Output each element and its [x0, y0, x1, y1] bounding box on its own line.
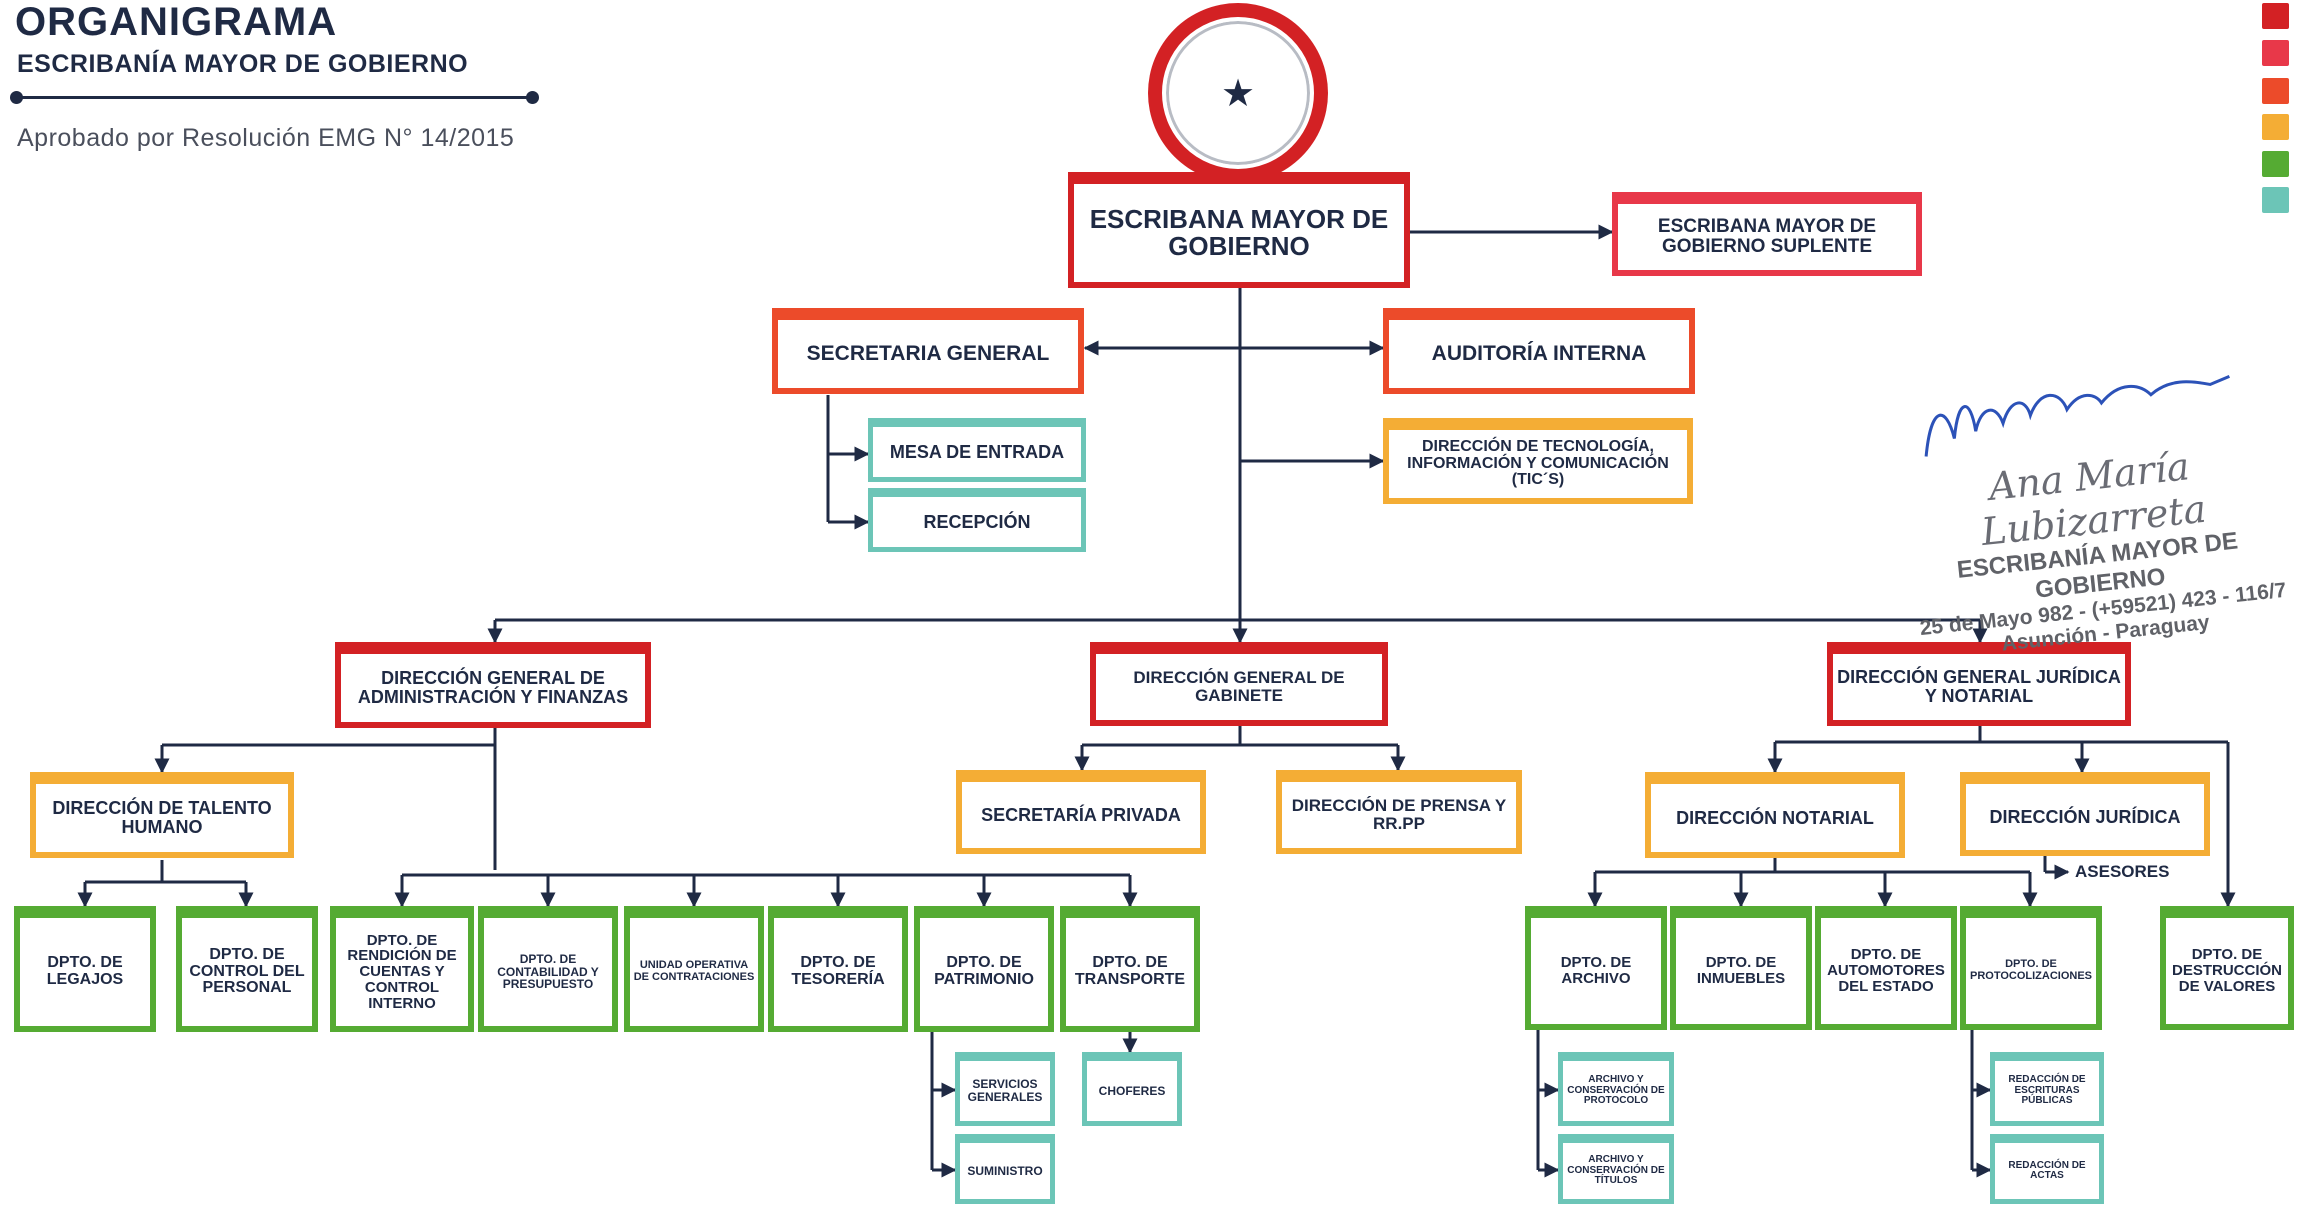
node-dpto-archivo: DPTO. DE ARCHIVO: [1525, 906, 1667, 1030]
node-suministro: SUMINISTRO: [955, 1134, 1055, 1204]
legend-swatch-green: [2262, 151, 2289, 177]
legend-swatch-red: [2262, 3, 2289, 29]
node-dpto-patrimonio: DPTO. DE PATRIMONIO: [914, 906, 1054, 1032]
node-dg-juridica-notarial: DIRECCIÓN GENERAL JURÍDICA Y NOTARIAL: [1827, 642, 2131, 726]
legend-swatch-teal: [2262, 187, 2289, 213]
node-mesa-entrada: MESA DE ENTRADA: [868, 418, 1086, 482]
node-asesores: ASESORES: [2075, 862, 2170, 881]
node-dpto-automotores: DPTO. DE AUTOMOTORES DEL ESTADO: [1815, 906, 1957, 1030]
node-secretaria-general: SECRETARIA GENERAL: [772, 308, 1084, 394]
divider-dot-right: [526, 91, 539, 104]
node-suplente: ESCRIBANA MAYOR DE GOBIERNO SUPLENTE: [1612, 192, 1922, 276]
official-stamp: Ana María Lubizarreta ESCRIBANÍA MAYOR D…: [1890, 360, 2296, 665]
node-tic: DIRECCIÓN DE TECNOLOGÍA, INFORMACIÓN Y C…: [1383, 418, 1693, 504]
node-direccion-juridica: DIRECCIÓN JURÍDICA: [1960, 772, 2210, 856]
page-subtitle: ESCRIBANÍA MAYOR DE GOBIERNO: [17, 50, 469, 78]
seal-inner: ★: [1162, 17, 1314, 169]
signature-mark: [1924, 375, 2230, 457]
star-icon: ★: [1220, 72, 1256, 115]
node-redaccion-actas: REDACCIÓN DE ACTAS: [1990, 1134, 2104, 1204]
approval-note: Aprobado por Resolución EMG N° 14/2015: [17, 124, 515, 152]
node-uoc: UNIDAD OPERATIVA DE CONTRATACIONES: [624, 906, 764, 1032]
node-servicios-generales: SERVICIOS GENERALES: [955, 1052, 1055, 1126]
node-dg-administracion: DIRECCIÓN GENERAL DE ADMINISTRACIÓN Y FI…: [335, 642, 651, 728]
node-secretaria-privada: SECRETARÍA PRIVADA: [956, 770, 1206, 854]
node-escribana-mayor: ESCRIBANA MAYOR DE GOBIERNO: [1068, 172, 1410, 288]
node-talento-humano: DIRECCIÓN DE TALENTO HUMANO: [30, 772, 294, 858]
node-archivo-protocolo: ARCHIVO Y CONSERVACIÓN DE PROTOCOLO: [1558, 1052, 1674, 1126]
node-recepcion: RECEPCIÓN: [868, 488, 1086, 552]
national-seal: ★: [1148, 3, 1328, 183]
node-dpto-tesoreria: DPTO. DE TESORERÍA: [768, 906, 908, 1032]
node-dpto-inmuebles: DPTO. DE INMUEBLES: [1670, 906, 1812, 1030]
page-title: ORGANIGRAMA: [15, 0, 338, 44]
node-dpto-contabilidad: DPTO. DE CONTABILIDAD Y PRESUPUESTO: [478, 906, 618, 1032]
node-dpto-protocolizaciones: DPTO. DE PROTOCOLIZACIONES: [1960, 906, 2102, 1030]
legend-swatch-pink: [2262, 40, 2289, 66]
node-dpto-control-personal: DPTO. DE CONTROL DEL PERSONAL: [176, 906, 318, 1032]
node-prensa: DIRECCIÓN DE PRENSA Y RR.PP: [1276, 770, 1522, 854]
node-choferes: CHOFERES: [1082, 1052, 1182, 1126]
node-dpto-legajos: DPTO. DE LEGAJOS: [14, 906, 156, 1032]
node-redaccion-escrituras: REDACCIÓN DE ESCRITURAS PÚBLICAS: [1990, 1052, 2104, 1126]
node-direccion-notarial: DIRECCIÓN NOTARIAL: [1645, 772, 1905, 858]
divider-dot-left: [10, 91, 23, 104]
legend-swatch-yellow: [2262, 114, 2289, 140]
node-dpto-transporte: DPTO. DE TRANSPORTE: [1060, 906, 1200, 1032]
node-archivo-titulos: ARCHIVO Y CONSERVACIÓN DE TÍTULOS: [1558, 1134, 1674, 1204]
node-dpto-rendicion: DPTO. DE RENDICIÓN DE CUENTAS Y CONTROL …: [330, 906, 474, 1032]
node-dpto-destruccion-valores: DPTO. DE DESTRUCCIÓN DE VALORES: [2160, 906, 2294, 1030]
header-divider: [16, 96, 531, 99]
legend-swatch-orange: [2262, 78, 2289, 104]
node-auditoria-interna: AUDITORÍA INTERNA: [1383, 308, 1695, 394]
node-dg-gabinete: DIRECCIÓN GENERAL DE GABINETE: [1090, 642, 1388, 726]
